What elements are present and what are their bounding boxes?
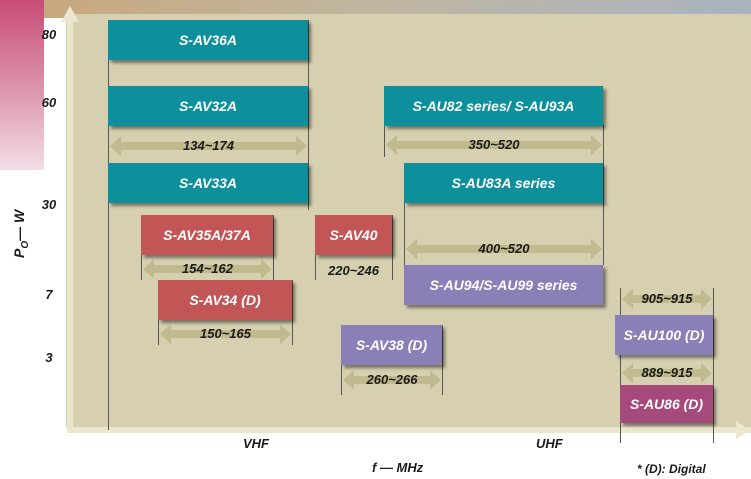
- range-label: 400~520: [478, 241, 530, 256]
- product-bar: S-AV35A/37A: [141, 215, 273, 255]
- guide-line: [603, 125, 604, 265]
- range-label: 154~162: [182, 261, 233, 276]
- range-label: 134~174: [183, 138, 234, 153]
- frequency-range: 154~162: [143, 258, 272, 280]
- frequency-range: 905~915: [622, 288, 712, 310]
- product-bar: S-AU83A series: [404, 163, 603, 203]
- y-tick-label: 3: [45, 350, 53, 365]
- y-axis-label: PO— W: [11, 209, 31, 259]
- product-bar: S-AU86 (D): [620, 385, 713, 423]
- guide-line: [308, 20, 309, 210]
- range-arrow-shape: [386, 135, 602, 155]
- product-bar: S-AU82 series/ S-AU93A: [384, 86, 603, 126]
- frequency-range: 220~246: [315, 260, 392, 282]
- product-bar: S-AV33A: [108, 163, 308, 203]
- product-bar: S-AV32A: [108, 86, 308, 126]
- range-arrow: [143, 259, 272, 279]
- frequency-range: 150~165: [160, 323, 291, 345]
- range-arrow: [160, 324, 291, 344]
- frequency-range: 350~520: [386, 134, 602, 156]
- range-label: 889~915: [641, 365, 693, 380]
- range-label: 905~915: [641, 291, 693, 306]
- range-arrow: [386, 135, 602, 155]
- range-arrow-shape: [622, 289, 712, 309]
- product-bar: S-AV36A: [108, 20, 308, 60]
- y-axis-label-unit: — W: [11, 209, 28, 241]
- guide-line: [442, 325, 443, 395]
- frequency-range: 400~520: [406, 238, 602, 260]
- product-bar: S-AU100 (D): [615, 315, 713, 355]
- guide-line: [292, 280, 293, 345]
- frequency-range: 889~915: [622, 362, 712, 384]
- y-tick-label: 30: [41, 197, 57, 212]
- product-bar: S-AV34 (D): [158, 280, 292, 320]
- guide-line: [108, 20, 109, 430]
- range-arrow-shape: [406, 239, 602, 259]
- range-arrow-shape: [622, 363, 712, 383]
- guide-line: [713, 288, 714, 443]
- x-category-vhf: VHF: [243, 436, 269, 451]
- y-axis-arrow: [61, 6, 79, 22]
- y-tick-label: 60: [41, 95, 57, 110]
- range-arrow: [343, 370, 441, 390]
- guide-line: [392, 215, 393, 280]
- product-bar: S-AV38 (D): [341, 325, 442, 365]
- range-arrow-shape: [143, 259, 272, 279]
- range-label: 260~266: [366, 372, 418, 387]
- guide-line: [384, 125, 385, 157]
- product-bar: S-AV40: [315, 215, 392, 255]
- frequency-range: 134~174: [110, 135, 307, 157]
- range-arrow: [622, 289, 712, 309]
- y-tick-label: 7: [45, 287, 53, 302]
- product-bar: S-AU94/S-AU99 series: [404, 265, 603, 305]
- range-arrow: [110, 136, 307, 156]
- range-arrow-shape: [343, 370, 441, 390]
- range-label: 350~520: [468, 137, 520, 152]
- range-arrow-shape: [110, 136, 307, 156]
- x-axis-arrow: [736, 421, 751, 439]
- x-axis-label: f — MHz: [372, 460, 424, 475]
- range-arrow-shape: [160, 324, 291, 344]
- range-arrow: [622, 363, 712, 383]
- digital-footnote: * (D): Digital: [637, 462, 706, 476]
- guide-line: [620, 288, 621, 443]
- y-tick-label: 80: [41, 27, 57, 42]
- x-category-uhf: UHF: [536, 436, 563, 451]
- guide-line: [273, 215, 274, 280]
- range-arrow: [406, 239, 602, 259]
- guide-line: [404, 170, 405, 270]
- y-axis-label-sub: O: [19, 240, 31, 249]
- axis-lines: [67, 14, 751, 433]
- y-axis-label-p: P: [11, 248, 28, 259]
- frequency-range: 260~266: [343, 369, 441, 391]
- range-label: 150~165: [200, 326, 251, 341]
- range-label: 220~246: [328, 263, 379, 278]
